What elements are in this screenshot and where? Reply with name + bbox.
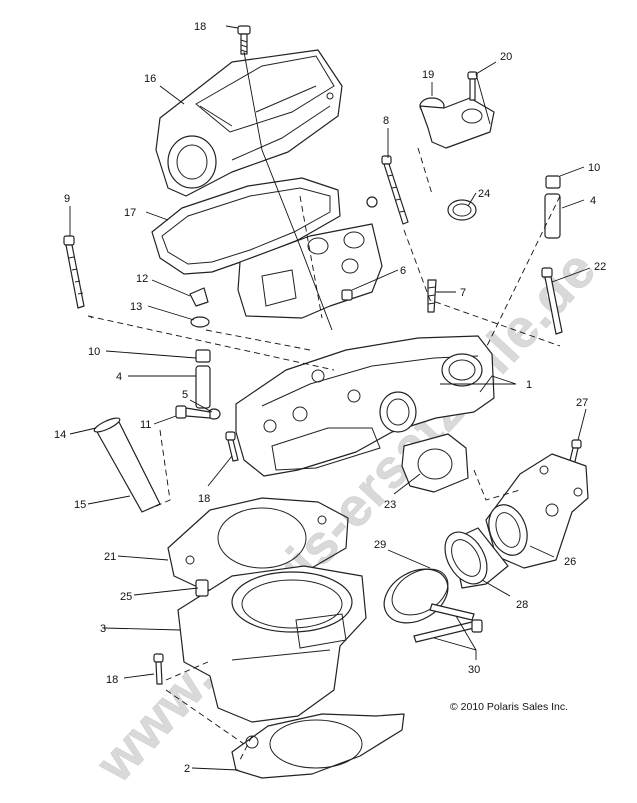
part-boot-28 <box>444 527 509 589</box>
callout-13: 13 <box>130 301 142 313</box>
callout-7: 7 <box>460 287 466 299</box>
part-stud-7 <box>427 279 437 313</box>
part-bolt-18-mid <box>225 431 239 462</box>
callout-25: 25 <box>120 591 132 603</box>
part-valve-cover <box>155 49 343 197</box>
callout-14: 14 <box>54 429 66 441</box>
callout-24: 24 <box>478 188 490 200</box>
part-tube-15 <box>93 417 161 513</box>
callout-9: 9 <box>64 193 70 205</box>
callout-18: 18 <box>194 21 206 33</box>
part-thermostat-housing <box>419 71 495 149</box>
callout-5: 5 <box>182 389 188 401</box>
part-valve-guide-right <box>544 175 561 239</box>
callout-3: 3 <box>100 623 106 635</box>
callout-20: 20 <box>500 51 512 63</box>
part-valve-cover-gasket <box>151 177 341 275</box>
callout-4-right: 4 <box>590 195 596 207</box>
part-cylinder-head <box>235 335 495 477</box>
part-stud-8 <box>381 155 409 225</box>
part-gasket-23 <box>401 433 469 493</box>
part-clamp-29 <box>383 568 449 624</box>
copyright-text: © 2010 Polaris Sales Inc. <box>450 701 568 713</box>
callout-30: 30 <box>468 664 480 676</box>
part-cam-support <box>237 196 383 319</box>
part-base-gasket <box>231 713 405 779</box>
part-bolt-18-low <box>153 653 164 685</box>
callout-15: 15 <box>74 499 86 511</box>
callout-22: 22 <box>594 261 606 273</box>
callouts: 18 16 19 20 8 10 24 4 9 17 22 6 12 7 13 … <box>54 21 606 775</box>
callout-2: 2 <box>184 763 190 775</box>
callout-6: 6 <box>400 265 406 277</box>
part-cylinder <box>177 565 367 723</box>
part-bolt-22 <box>541 267 563 335</box>
callout-29: 29 <box>374 539 386 551</box>
callout-26: 26 <box>564 556 576 568</box>
callout-11: 11 <box>140 419 151 431</box>
callout-10-right: 10 <box>588 162 600 174</box>
part-screws-30 <box>413 603 483 643</box>
callout-17: 17 <box>124 207 136 219</box>
part-dowel-6 <box>341 289 353 301</box>
part-intake-manifold <box>485 453 589 569</box>
callout-28: 28 <box>516 599 528 611</box>
leader-lines <box>69 25 591 771</box>
callout-21: 21 <box>104 551 116 563</box>
callout-8: 8 <box>383 115 389 127</box>
callout-12: 12 <box>136 273 148 285</box>
callout-19: 19 <box>422 69 434 81</box>
callout-4-left: 4 <box>116 371 122 383</box>
callout-16: 16 <box>144 73 156 85</box>
part-bolt-top <box>237 25 251 55</box>
callout-27: 27 <box>576 397 588 409</box>
part-bolt-11 <box>175 405 211 419</box>
callout-18-low: 18 <box>106 674 118 686</box>
assembly-guides <box>87 147 561 761</box>
callout-1: 1 <box>526 379 532 391</box>
part-bolt-9 <box>63 235 85 309</box>
callout-10-left: 10 <box>88 346 100 358</box>
part-head-gasket <box>167 497 349 591</box>
part-plug-12 <box>189 287 210 328</box>
part-valve-guide-left <box>195 349 211 409</box>
part-oring-24 <box>447 199 477 221</box>
callout-23: 23 <box>384 499 396 511</box>
callout-18-mid: 18 <box>198 493 210 505</box>
